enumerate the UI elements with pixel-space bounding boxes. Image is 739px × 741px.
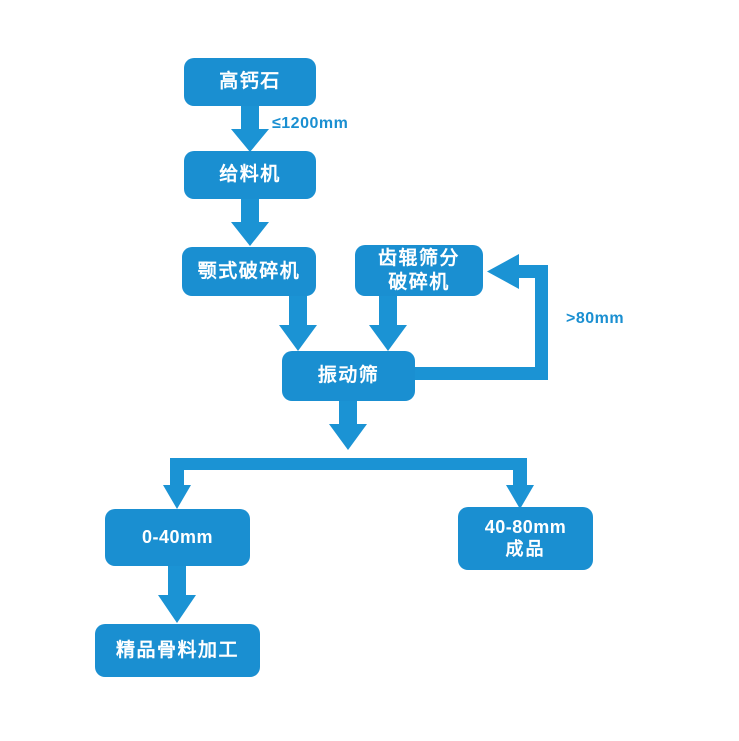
arrow-raw-to-feeder	[231, 105, 269, 152]
node-feeder-label: 给料机	[219, 164, 281, 186]
node-roller-crusher-label-line2: 破碎机	[388, 271, 450, 293]
node-product-40-80mm[interactable]: 40-80mm 成品	[458, 507, 593, 570]
node-roller-crusher-label-line1: 齿辊筛分	[377, 248, 460, 270]
node-vibrating-screen-label: 振动筛	[317, 365, 380, 387]
node-feeder[interactable]: 给料机	[184, 151, 316, 199]
node-jaw-crusher[interactable]: 颚式破碎机	[182, 247, 316, 296]
node-jaw-crusher-label: 颚式破碎机	[197, 260, 301, 282]
arrow-screen-recirculation-loop	[415, 254, 548, 380]
edge-label-oversize: >80mm	[566, 310, 625, 327]
node-aggregate-processing-label: 精品骨料加工	[115, 639, 239, 661]
node-raw-material[interactable]: 高钙石	[184, 58, 316, 106]
node-roller-screening-crusher[interactable]: 齿辊筛分 破碎机	[355, 245, 483, 296]
node-product-40-80mm-label-line1: 40-80mm	[484, 516, 567, 537]
arrow-feeder-to-jaw	[231, 198, 269, 246]
node-raw-material-label: 高钙石	[219, 71, 281, 93]
arrow-screen-to-split	[329, 400, 367, 450]
arrow-roller-to-screen	[369, 295, 407, 351]
split-bar	[163, 458, 534, 509]
node-aggregate-processing[interactable]: 精品骨料加工	[95, 624, 260, 677]
edge-label-feed-size: ≤1200mm	[272, 115, 349, 132]
arrow-product-to-processing	[158, 565, 196, 623]
node-product-0-40mm[interactable]: 0-40mm	[105, 509, 250, 566]
node-product-0-40mm-label: 0-40mm	[141, 526, 214, 547]
node-product-40-80mm-label-line2: 成品	[505, 538, 546, 559]
arrow-jaw-to-screen	[279, 295, 317, 351]
node-vibrating-screen[interactable]: 振动筛	[282, 351, 415, 401]
